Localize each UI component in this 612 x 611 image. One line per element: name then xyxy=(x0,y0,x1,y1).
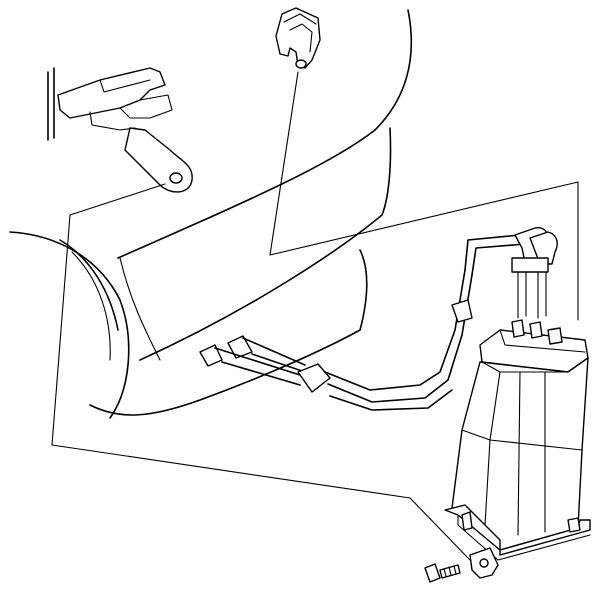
vapor-hose-assembly xyxy=(199,227,558,411)
upper-mounting-bracket xyxy=(47,67,193,193)
hose-retainer-clip xyxy=(275,7,321,69)
wheel-arch xyxy=(71,251,111,361)
fender-panel xyxy=(9,9,413,419)
evap-canister xyxy=(451,319,589,551)
leader-lines xyxy=(51,71,579,561)
mounting-bolt xyxy=(424,563,461,583)
canister-lower-bracket xyxy=(444,504,591,579)
